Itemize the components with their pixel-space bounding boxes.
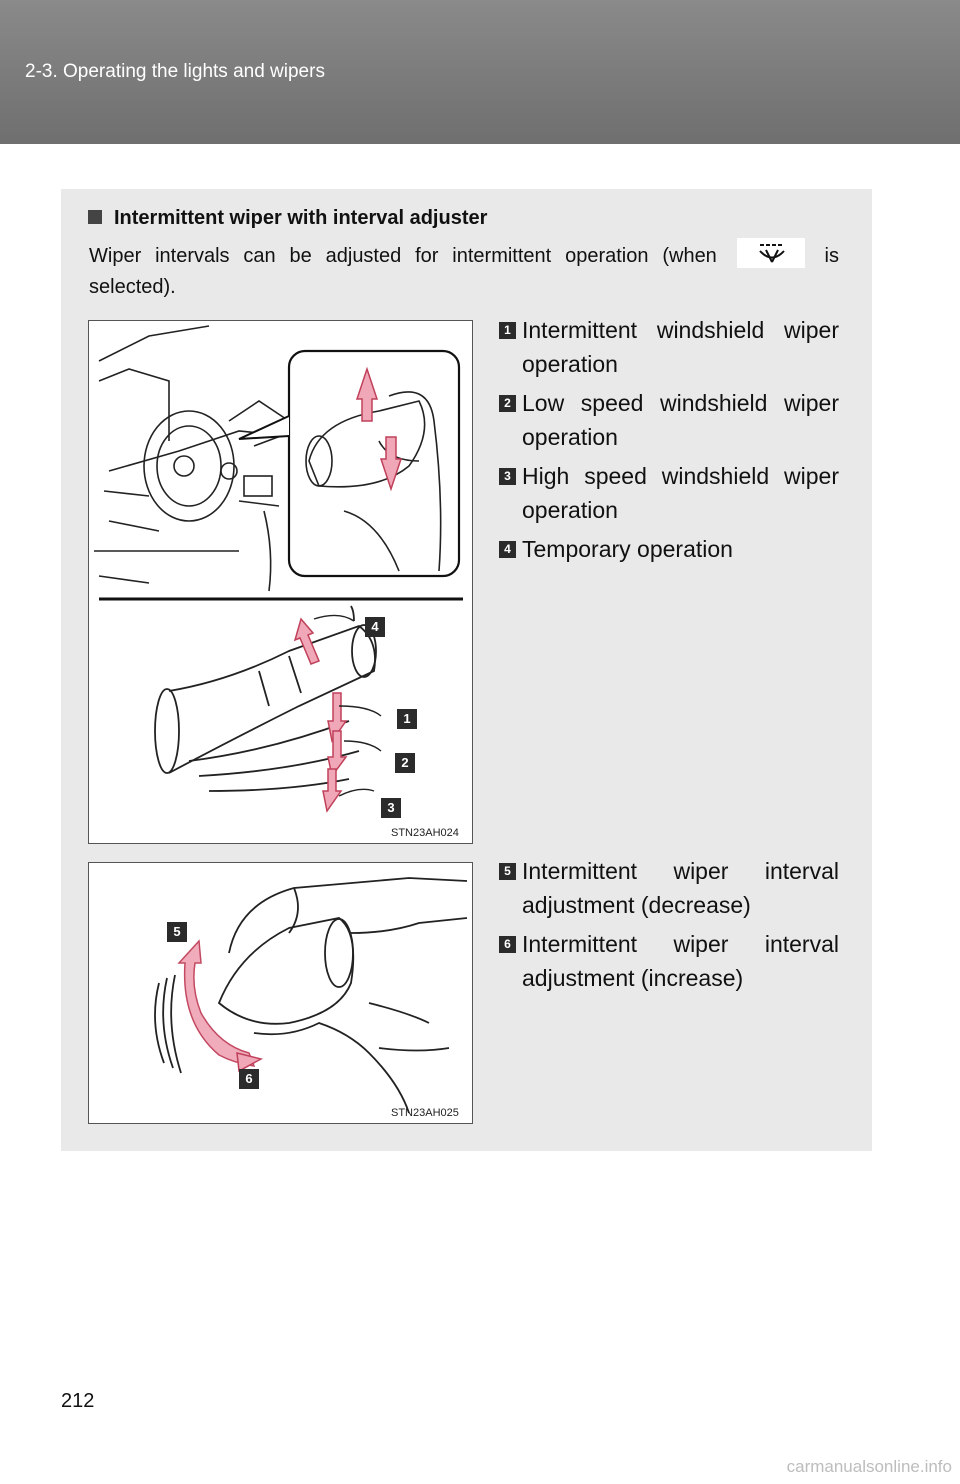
intro-text-before: Wiper intervals can be adjusted for inte… bbox=[89, 245, 717, 267]
page-header: 2-3. Operating the lights and wipers bbox=[0, 0, 960, 144]
wiper-lever-illustration bbox=[94, 325, 463, 813]
item-number: 2 bbox=[499, 395, 516, 412]
item-text: High speed windshield wiper operation bbox=[522, 463, 839, 523]
figure-wiper-lever-positions: 4 1 2 3 STN23AH024 bbox=[88, 320, 473, 844]
item-text: Intermittent wiper interval adjustment (… bbox=[522, 931, 839, 991]
list-item: 1 Intermittent windshield wiper operatio… bbox=[499, 313, 839, 381]
item-number: 3 bbox=[499, 468, 516, 485]
lever-positions-list: 1 Intermittent windshield wiper operatio… bbox=[499, 313, 839, 571]
interval-ring-illustration bbox=[154, 877, 468, 1114]
section-title: 2-3. Operating the lights and wipers bbox=[25, 61, 325, 82]
square-bullet-icon bbox=[88, 210, 102, 224]
figure-code: STN23AH024 bbox=[391, 827, 459, 839]
watermark: carmanualsonline.info bbox=[786, 1457, 952, 1476]
heading-text: Intermittent wiper with interval adjuste… bbox=[114, 207, 488, 229]
list-item: 2 Low speed windshield wiper operation bbox=[499, 386, 839, 454]
figure-label-4: 4 bbox=[365, 617, 385, 637]
item-text: Intermittent wiper interval adjustment (… bbox=[522, 858, 839, 918]
item-text: Temporary operation bbox=[522, 536, 733, 562]
figure-label-1: 1 bbox=[397, 709, 417, 729]
item-number: 1 bbox=[499, 322, 516, 339]
list-item: 5 Intermittent wiper interval adjustment… bbox=[499, 854, 839, 922]
item-text: Low speed windshield wiper operation bbox=[522, 390, 839, 450]
item-number: 6 bbox=[499, 936, 516, 953]
page-number: 212 bbox=[61, 1390, 95, 1412]
intermittent-wiper-icon bbox=[736, 237, 805, 268]
figure-label-6: 6 bbox=[239, 1069, 259, 1089]
interval-adjust-list: 5 Intermittent wiper interval adjustment… bbox=[499, 854, 839, 1000]
item-number: 5 bbox=[499, 863, 516, 880]
list-item: 4 Temporary operation bbox=[499, 532, 839, 566]
list-item: 3 High speed windshield wiper operation bbox=[499, 459, 839, 527]
intro-text-after: is selected). bbox=[89, 245, 839, 298]
item-number: 4 bbox=[499, 541, 516, 558]
figure-code: STN23AH025 bbox=[391, 1107, 459, 1119]
figure-label-5: 5 bbox=[167, 922, 187, 942]
figure-interval-adjuster: 5 6 STN23AH025 bbox=[88, 862, 473, 1124]
item-text: Intermittent windshield wiper operation bbox=[522, 317, 839, 377]
subsection-heading: Intermittent wiper with interval adjuste… bbox=[88, 207, 487, 230]
list-item: 6 Intermittent wiper interval adjustment… bbox=[499, 927, 839, 995]
figure-label-2: 2 bbox=[395, 753, 415, 773]
figure-label-3: 3 bbox=[381, 798, 401, 818]
intro-paragraph: Wiper intervals can be adjusted for inte… bbox=[89, 237, 839, 302]
